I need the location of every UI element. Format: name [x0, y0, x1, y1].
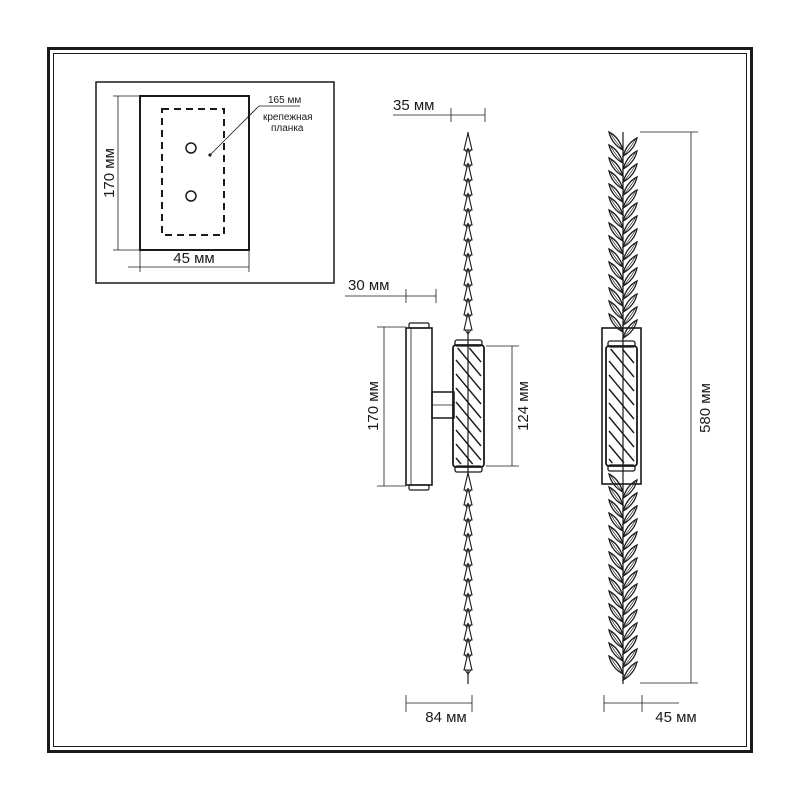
leader-line: [209, 105, 260, 156]
base-height-label: 170 мм: [365, 381, 382, 431]
front-back-plate: [601, 327, 642, 485]
total-width-label: 84 мм: [425, 709, 466, 726]
spiral-groove: [608, 374, 635, 406]
side-holder-spiral: [455, 347, 482, 465]
spiral-groove: [455, 401, 482, 433]
spiral-groove: [608, 360, 635, 392]
front-holder-cap-top: [607, 340, 636, 348]
outer-frame: [47, 47, 753, 753]
spiral-groove: [455, 359, 482, 391]
spiral-groove: [455, 443, 474, 465]
inset-width-label: 45 мм: [173, 250, 214, 267]
top-depth-label: 35 мм: [393, 97, 434, 114]
inset-box: [95, 81, 335, 284]
front-holder-cap-bottom: [607, 464, 636, 472]
spiral-groove: [468, 347, 482, 363]
spiral-groove: [455, 373, 482, 405]
total-height-label: 580 мм: [697, 383, 714, 433]
spiral-groove: [608, 402, 635, 434]
spiral-groove: [608, 388, 635, 420]
side-wall-plate: [405, 327, 433, 486]
spiral-groove: [608, 444, 625, 464]
spiral-groove: [608, 416, 635, 448]
spiral-groove: [457, 347, 482, 377]
front-holder-spiral: [608, 348, 635, 464]
side-holder-cap-bottom: [454, 465, 483, 473]
base-depth-label: 30 мм: [348, 277, 389, 294]
side-view: 35 мм 30 мм 170 мм 124 мм 84 мм: [345, 97, 532, 726]
plate-outline: [139, 95, 250, 251]
inset-height-label: 170 мм: [101, 148, 118, 198]
plate-name-label-1: крепежная: [263, 112, 313, 123]
side-plate-cap-bottom: [408, 484, 430, 491]
spiral-groove: [621, 348, 635, 364]
holder-height-label: 124 мм: [515, 381, 532, 431]
spiral-groove: [610, 348, 635, 378]
screw-hole-top: [185, 142, 197, 154]
mounting-bar-dashed: [161, 108, 225, 236]
spiral-groove: [455, 415, 482, 447]
front-view: 580 мм 45 мм: [601, 131, 714, 726]
mounting-plate-inset: 165 мм крепежная планка 170 мм 45 мм: [95, 81, 335, 284]
plate-length-label: 165 мм: [268, 95, 301, 106]
spiral-groove: [455, 429, 482, 461]
front-crystal-leaves: [608, 131, 638, 684]
front-width-label: 45 мм: [655, 709, 696, 726]
spiral-groove: [608, 430, 635, 462]
side-holder: [452, 344, 485, 468]
spiral-groove: [455, 457, 462, 465]
plate-name-label-2: планка: [271, 123, 304, 134]
spiral-groove: [455, 387, 482, 419]
screw-hole-bottom: [185, 190, 197, 202]
front-holder: [605, 345, 638, 467]
spiral-groove: [608, 458, 613, 464]
inner-frame: [53, 53, 747, 747]
side-plate-cap-top: [408, 322, 430, 329]
side-holder-cap-top: [454, 339, 483, 347]
side-crystal-stem: [463, 132, 473, 684]
